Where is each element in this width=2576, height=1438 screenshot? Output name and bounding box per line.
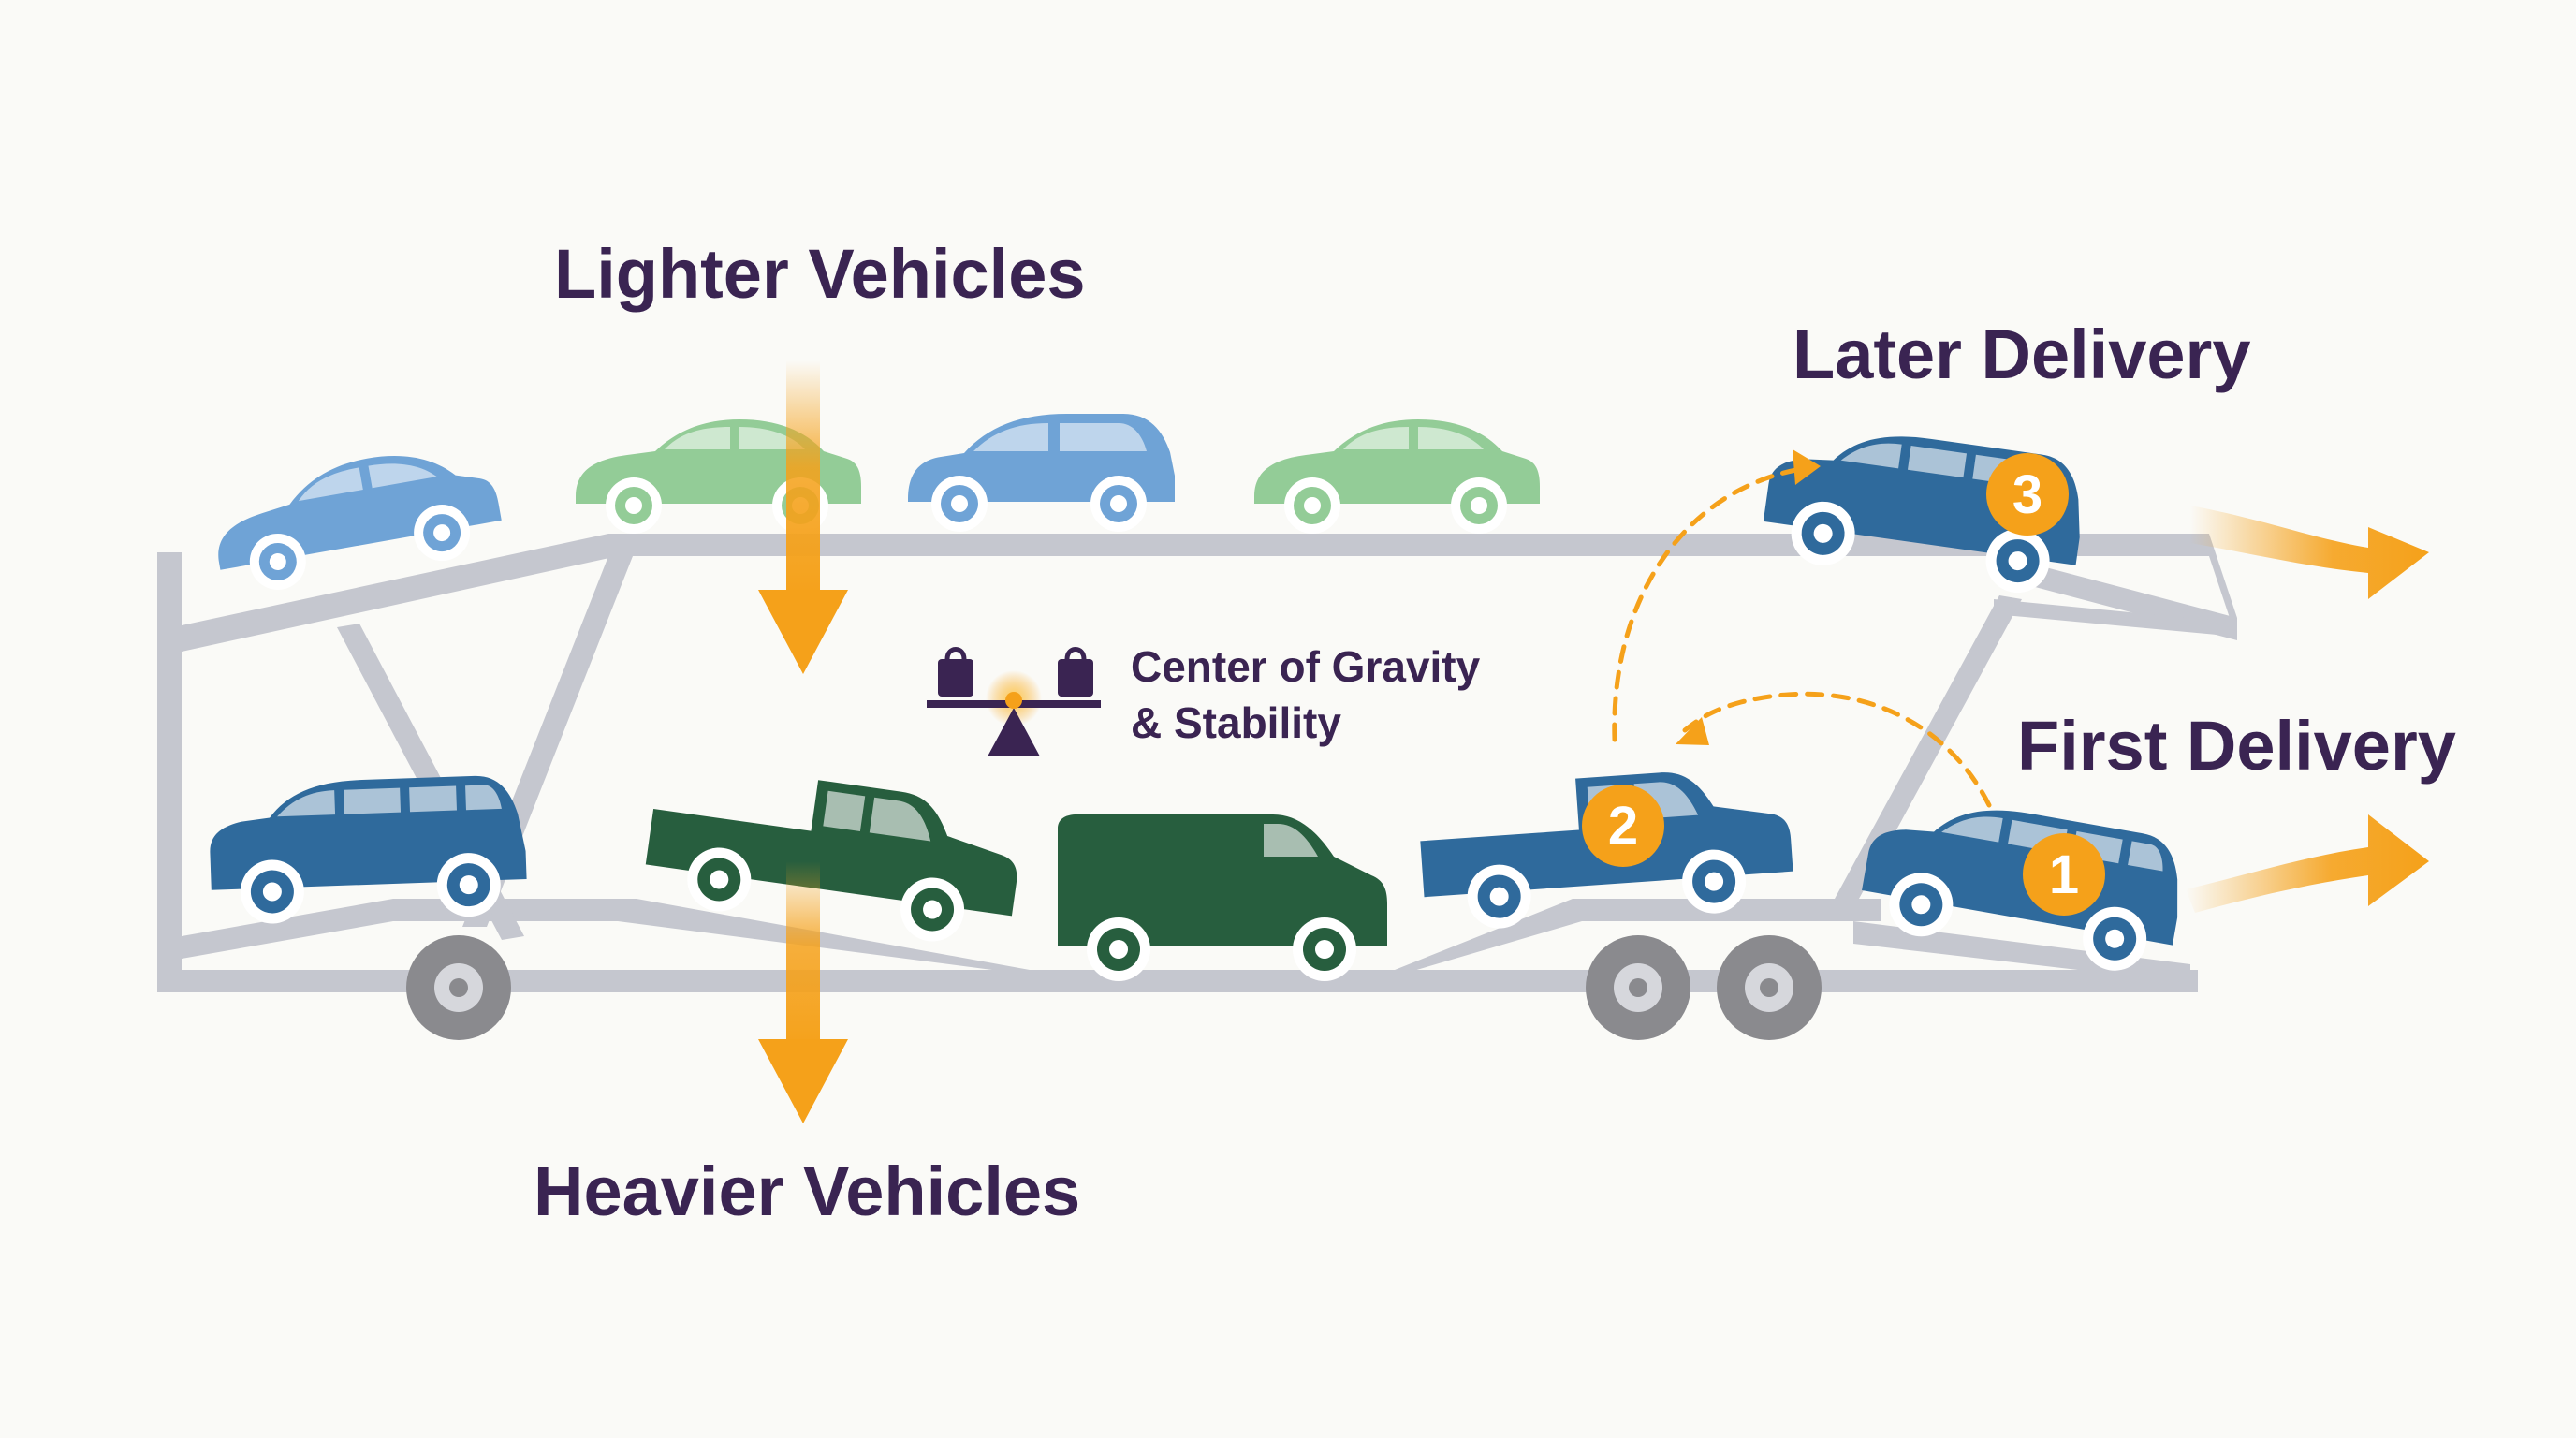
badge-1-text: 1 [2049, 844, 2079, 905]
car-upper-4-sedan-light-green [1254, 419, 1540, 534]
heavier-vehicles-label: Heavier Vehicles [534, 1152, 1080, 1230]
badge-2-text: 2 [1608, 796, 1638, 857]
car-lower-1-suv-dark-blue [207, 774, 528, 926]
badge-3-text: 3 [2012, 464, 2042, 525]
center-of-gravity-label-line2: & Stability [1131, 698, 1341, 747]
reorder-dashed-arrows [1612, 465, 1992, 808]
car-lower-3-van-dark-green [1058, 814, 1387, 981]
balance-scale-icon [927, 647, 1101, 756]
later-delivery-arrow [2190, 506, 2429, 599]
center-of-gravity-label-line1: Center of Gravity [1131, 642, 1481, 691]
weight-arrow-down-lower [758, 861, 848, 1123]
badge-2: 2 [1582, 785, 1664, 867]
lighter-vehicles-label: Lighter Vehicles [554, 235, 1086, 313]
dashed-arrowhead-second [1676, 717, 1709, 745]
dashed-arrow-to-second [1682, 691, 1992, 808]
weight-arrow-down-upper [758, 360, 848, 674]
badge-3: 3 [1986, 453, 2069, 536]
dashed-arrow-to-later [1612, 465, 1809, 742]
badge-1: 1 [2023, 833, 2105, 916]
first-delivery-label: First Delivery [2017, 707, 2456, 785]
dashed-arrowhead-later [1793, 449, 1821, 485]
first-delivery-arrow [2186, 814, 2429, 913]
car-upper-3-hatchback-light-blue [908, 414, 1175, 532]
later-delivery-label: Later Delivery [1793, 315, 2251, 393]
